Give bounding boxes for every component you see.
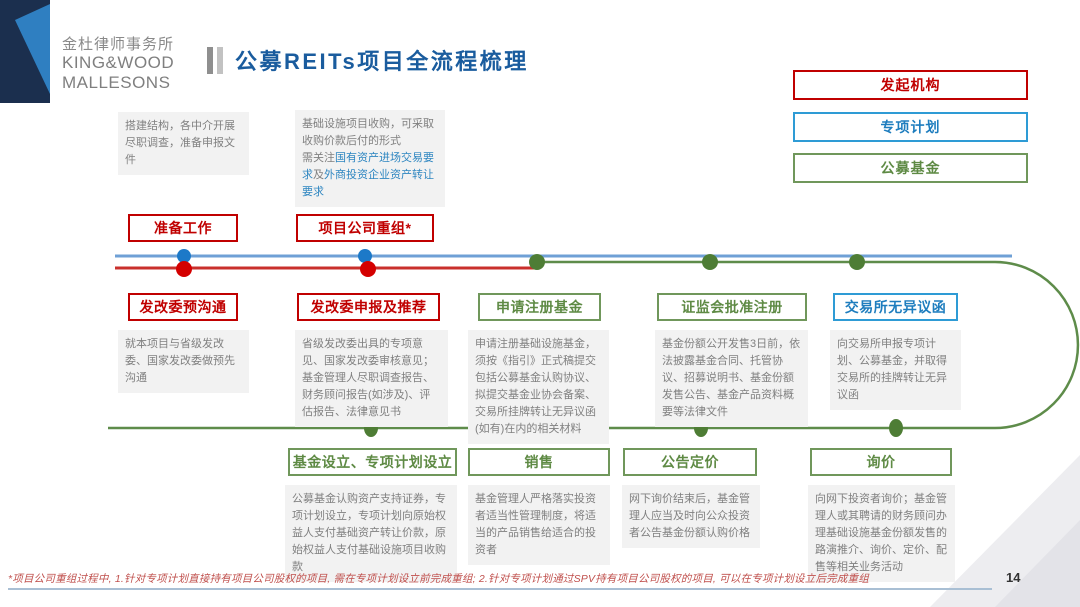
footnote: *项目公司重组过程中, 1.针对专项计划直接持有项目公司股权的项目, 需在专项计…: [8, 573, 869, 585]
note-restructure-prefix: 需关注: [302, 152, 335, 165]
stage-ndrc-precommunication: 发改委预沟通: [128, 293, 238, 321]
milestone-dot-green: [849, 254, 865, 270]
legend-sponsor: 发起机构: [793, 70, 1028, 100]
stage-inquiry: 询价: [810, 448, 952, 476]
stage-exchange-no-objection: 交易所无异议函: [833, 293, 958, 321]
desc-inquiry: 向网下投资者询价；基金管理人或其聘请的财务顾问办理基础设施基金份额发售的路演推介…: [808, 485, 955, 583]
milestone-dot-green: [529, 254, 545, 270]
slide-title-block: 公募REITs项目全流程梳理: [207, 44, 529, 76]
legend-abs-plan: 专项计划: [793, 112, 1028, 142]
desc-csrc-approval: 基金份额公开发售3日前，依法披露基金合同、托管协议、招募说明书、基金份额发售公告…: [655, 330, 808, 428]
desc-fund-plan-setup: 公募基金认购资产支持证券，专项计划设立，专项计划向原始权益人支付基础资产转让价款…: [285, 485, 457, 583]
milestone-dot-red: [360, 261, 376, 277]
firm-logo: 金杜律师事务所 KING&WOOD MALLESONS: [62, 36, 174, 92]
public-fund-line: [108, 260, 1080, 430]
desc-ndrc-precommunication: 就本项目与省级发改委、国家发改委做预先沟通: [118, 330, 249, 394]
stage-csrc-approval: 证监会批准注册: [657, 293, 807, 321]
title-bar-icon: [207, 46, 213, 74]
brand-corner-graphic: [0, 0, 50, 103]
stage-ndrc-filing: 发改委申报及推荐: [297, 293, 440, 321]
stage-fund-registration: 申请注册基金: [478, 293, 601, 321]
page-title: 公募REITs项目全流程梳理: [235, 49, 529, 74]
note-restructure-highlight1: 国有资产进场交易要求: [302, 152, 434, 182]
title-bar-icon: [217, 46, 223, 74]
footer-divider: [8, 588, 992, 590]
stage-price-announcement: 公告定价: [623, 448, 757, 476]
stage-sale: 销售: [468, 448, 610, 476]
note-restructure-mid: 及: [313, 169, 324, 182]
stage-company-restructure: 项目公司重组*: [296, 214, 434, 242]
desc-ndrc-filing: 省级发改委出具的专项意见、国家发改委审核意见；基金管理人尽职调查报告、财务顾问报…: [295, 330, 448, 428]
note-restructure-highlight2: 外商投资企业资产转让要求: [302, 169, 434, 199]
milestone-dot-blue: [177, 249, 191, 263]
desc-sale: 基金管理人严格落实投资者适当性管理制度，将适当的产品销售给适合的投资者: [468, 485, 610, 566]
stage-fund-plan-setup: 基金设立、专项计划设立: [288, 448, 457, 476]
milestone-dot-green: [702, 254, 718, 270]
desc-price-announcement: 网下询价结束后，基金管理人应当及时向公众投资者公告基金份额认购价格: [622, 485, 760, 549]
note-restructure: 基础设施项目收购，可采取收购价款后付的形式 需关注国有资产进场交易要求及外商投资…: [295, 110, 445, 208]
milestone-dot-blue: [358, 249, 372, 263]
milestone-dot-green: [889, 419, 903, 437]
legend-public-fund: 公募基金: [793, 153, 1028, 183]
page-number: 14: [1006, 570, 1021, 585]
desc-fund-registration: 申请注册基础设施基金，须按《指引》正式稿提交包括公募基金认购协议、拟提交基金业协…: [468, 330, 609, 445]
desc-exchange-no-objection: 向交易所申报专项计划、公募基金，并取得交易所的挂牌转让无异议函: [830, 330, 961, 411]
note-preparation: 搭建结构，各中介开展尽职调查，准备申报文件: [118, 112, 249, 176]
firm-name-en2: MALLESONS: [62, 72, 171, 92]
milestone-dot-red: [176, 261, 192, 277]
note-restructure-line1: 基础设施项目收购，可采取收购价款后付的形式: [302, 118, 434, 148]
firm-name-en1: KING&WOOD: [62, 53, 175, 73]
stage-preparation: 准备工作: [128, 214, 238, 242]
firm-name-cn: 金杜律师事务所: [62, 36, 175, 53]
